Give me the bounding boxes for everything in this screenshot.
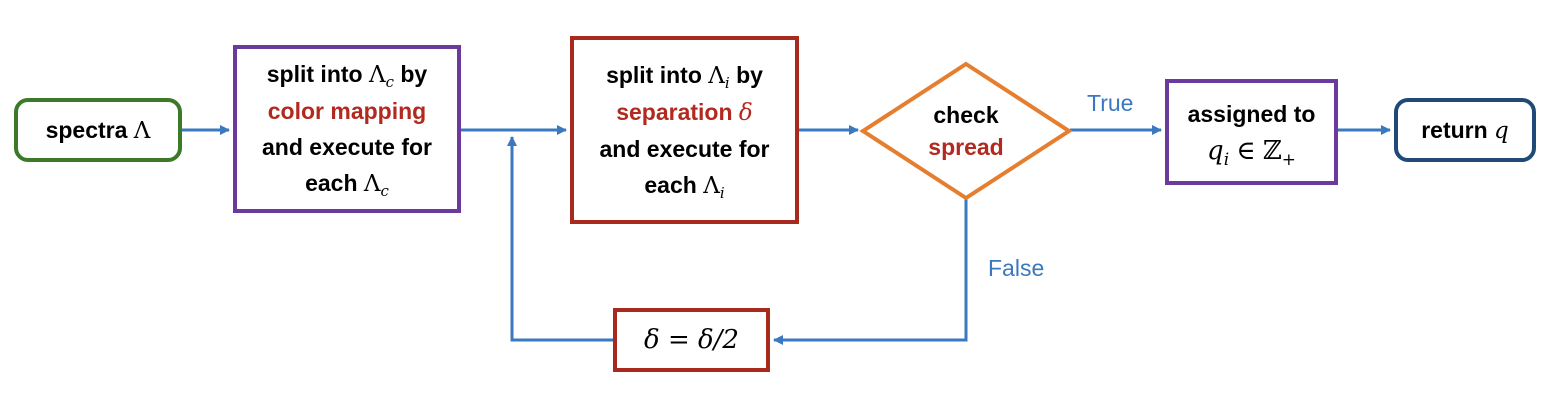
lambda-c-each-symbol: Λc bbox=[363, 171, 389, 201]
separation-highlight: separation bbox=[616, 98, 733, 125]
separation-split-prefix: split into bbox=[606, 61, 702, 88]
color-split-prefix: split into bbox=[266, 61, 363, 87]
check-spread-diamond bbox=[859, 61, 1073, 201]
delta-symbol: δ bbox=[738, 99, 753, 126]
separation-split-node: split into Λi by separation δ and execut… bbox=[570, 36, 799, 224]
spectra-label: spectra bbox=[45, 116, 128, 143]
check-label: check bbox=[933, 102, 999, 128]
false-edge-label: False bbox=[988, 255, 1045, 281]
spread-highlight: spread bbox=[928, 134, 1004, 160]
true-edge-label: True bbox=[1087, 90, 1134, 116]
lambda-i-symbol: Λi bbox=[708, 62, 730, 92]
separation-split-suffix: by bbox=[736, 61, 763, 88]
color-split-execute: and execute for bbox=[262, 134, 432, 160]
arrow-check-false-to-halve bbox=[773, 199, 968, 345]
lambda-c-symbol: Λc bbox=[368, 62, 394, 92]
arrow-halve-loop-back bbox=[507, 136, 613, 342]
separation-split-execute: and execute for bbox=[599, 135, 770, 162]
lambda-i-each-symbol: Λi bbox=[703, 172, 725, 202]
halve-delta-node: δ = δ/2 bbox=[613, 308, 770, 372]
halve-delta-expression: δ = δ/2 bbox=[644, 325, 739, 355]
assign-node: assigned to qi ∈ ℤ+ bbox=[1165, 79, 1338, 185]
return-node: return q bbox=[1394, 98, 1536, 162]
q-symbol: q bbox=[1494, 117, 1509, 144]
element-of-symbol: ∈ bbox=[1236, 135, 1256, 166]
return-label: return bbox=[1421, 116, 1488, 143]
integers-plus-symbol: ℤ+ bbox=[1262, 135, 1296, 169]
check-spread-node: check spread bbox=[862, 63, 1070, 199]
color-split-node: split into Λc by color mapping and execu… bbox=[233, 45, 461, 213]
spectra-node: spectra Λ bbox=[14, 98, 182, 162]
color-split-each: each bbox=[305, 170, 358, 196]
lambda-symbol: Λ bbox=[133, 117, 151, 144]
separation-split-each: each bbox=[644, 171, 697, 198]
color-split-suffix: by bbox=[400, 61, 428, 87]
color-mapping-highlight: color mapping bbox=[267, 98, 427, 124]
assign-label: assigned to bbox=[1187, 100, 1316, 127]
q-i-symbol: qi bbox=[1207, 135, 1230, 169]
